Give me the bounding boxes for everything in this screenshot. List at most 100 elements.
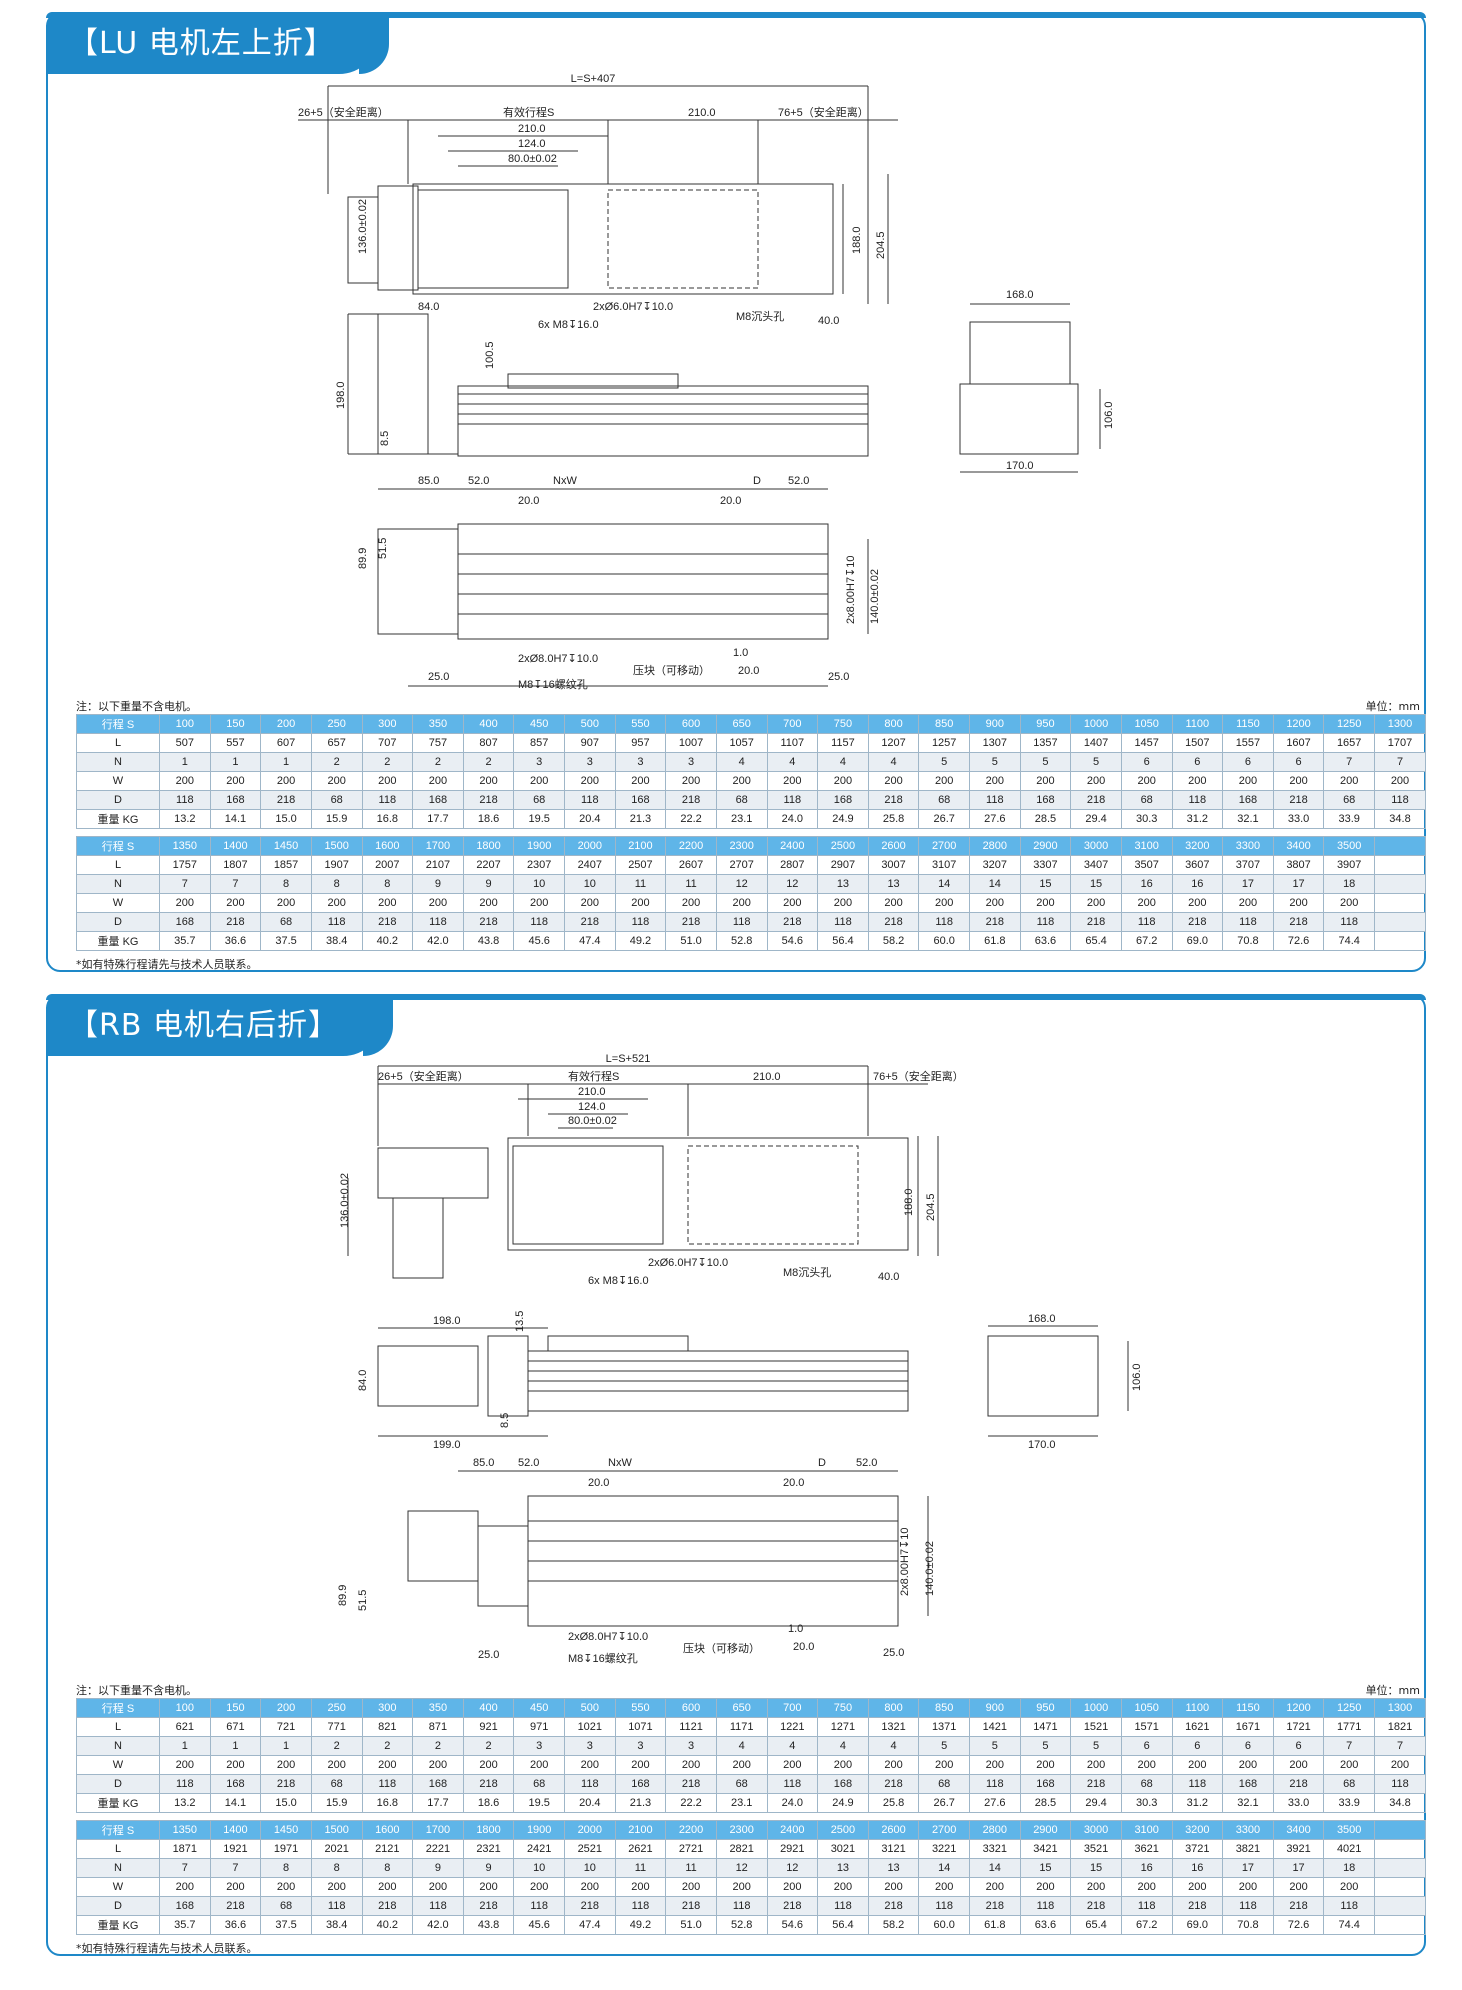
footnote: *如有特殊行程请先与技术人员联系。	[76, 1942, 258, 1955]
dim-20c: 20.0	[793, 1641, 814, 1653]
row-label: 重量 KG	[76, 1793, 160, 1813]
table-cell: 118	[1171, 1774, 1224, 1794]
dim-85: 85.0	[473, 1457, 494, 1469]
table-cell: 1471	[1019, 1717, 1072, 1737]
dim-80: 80.0±0.02	[568, 1115, 617, 1127]
table-cell: 1	[159, 752, 211, 772]
table-cell	[1374, 1839, 1426, 1859]
table-cell: 15.0	[260, 1793, 312, 1813]
table-cell: 11	[614, 1858, 667, 1878]
dim-85: 85.0	[418, 475, 439, 487]
row-label: L	[76, 733, 160, 753]
table-cell: 250	[310, 1698, 363, 1718]
weight-note: 注：以下重量不含电机。	[76, 1684, 197, 1697]
table-cell: 800	[867, 1698, 920, 1718]
table-cell: 31.2	[1171, 809, 1224, 829]
section-title: 【LU 电机左上折】	[46, 14, 389, 74]
table-cell: 42.0	[412, 1915, 464, 1935]
table-cell: 168	[159, 912, 211, 932]
table-cell: 69.0	[1171, 1915, 1224, 1935]
row-label: L	[76, 855, 160, 875]
table-cell: 250	[310, 714, 363, 734]
dim-hole-m8cb: M8沉头孔	[736, 310, 784, 323]
dim-210a: 210.0	[578, 1086, 606, 1098]
table-cell: 3407	[1070, 855, 1122, 875]
row-label: N	[76, 1736, 160, 1756]
table-cell: 5	[969, 1736, 1021, 1756]
table-cell: 33.9	[1323, 809, 1375, 829]
table-cell: 200	[1070, 893, 1122, 913]
table-cell: 19.5	[513, 1793, 565, 1813]
table-cell: 3107	[918, 855, 970, 875]
table-cell: 7	[1323, 752, 1375, 772]
table-cell: 1050	[1120, 1698, 1173, 1718]
table-cell: 37.5	[260, 931, 312, 951]
table-cell: 52.8	[715, 931, 768, 951]
row-label: W	[76, 1755, 160, 1775]
table-cell: 3400	[1272, 836, 1325, 856]
dim-136: 136.0±0.02	[339, 1173, 351, 1228]
table-cell: 200	[665, 771, 717, 791]
table-cell: 1250	[1323, 1698, 1375, 1718]
table-cell: 2607	[665, 855, 717, 875]
table-cell: 3807	[1272, 855, 1325, 875]
table-cell: 19.5	[513, 809, 565, 829]
table-cell: 2007	[361, 855, 414, 875]
table-cell: 118	[310, 912, 363, 932]
table-cell: 600	[665, 714, 717, 734]
table-cell: 68	[260, 1896, 312, 1916]
table-cell: 118	[715, 1896, 768, 1916]
table-cell: 3521	[1070, 1839, 1122, 1859]
table-cell: 7	[1374, 1736, 1426, 1756]
table-cell: 5	[1019, 1736, 1072, 1756]
table-cell: 47.4	[564, 931, 616, 951]
table-cell: 1400	[209, 836, 262, 856]
table-cell: 2900	[1019, 1820, 1072, 1840]
table-cell: 118	[1171, 790, 1224, 810]
panel-top-line	[46, 12, 1426, 18]
table-cell: 168	[1019, 1774, 1072, 1794]
table-cell: 3721	[1171, 1839, 1224, 1859]
dim-safe-right: 76+5（安全距离）	[778, 105, 869, 119]
table-cell: 200	[462, 1755, 515, 1775]
table-cell: 26.7	[918, 1793, 970, 1813]
table-cell: 24.0	[766, 809, 819, 829]
table-cell: 200	[766, 893, 819, 913]
table-cell: 200	[817, 893, 869, 913]
table-cell: 1707	[1374, 733, 1426, 753]
dim-total-length: L=S+521	[606, 1053, 651, 1065]
table-cell	[1374, 874, 1426, 894]
table-cell: 200	[614, 1755, 667, 1775]
dim-d: D	[753, 475, 761, 487]
table-cell: 118	[361, 790, 414, 810]
table-cell: 14	[969, 1858, 1021, 1878]
table-cell: 11	[665, 1858, 717, 1878]
table-cell: 16	[1120, 1858, 1173, 1878]
table-cell: 40.2	[361, 931, 414, 951]
table-cell: 17	[1222, 1858, 1274, 1878]
table-cell: 20.4	[564, 1793, 616, 1813]
table-cell: 900	[969, 1698, 1021, 1718]
table-cell: 3021	[817, 1839, 869, 1859]
table-cell: 23.1	[715, 809, 768, 829]
table-cell	[1374, 931, 1426, 951]
table-cell: 25.8	[867, 1793, 920, 1813]
dim-nxw: NxW	[553, 475, 577, 487]
table-cell: 118	[564, 790, 616, 810]
table-cell: 200	[969, 1877, 1021, 1897]
row-label: W	[76, 1877, 160, 1897]
table-cell: 900	[969, 714, 1021, 734]
table-cell: 13	[867, 874, 920, 894]
table-cell: 218	[665, 1896, 717, 1916]
table-cell: 1350	[159, 836, 211, 856]
table-cell: 5	[918, 1736, 970, 1756]
table-cell: 168	[412, 1774, 464, 1794]
row-label: D	[76, 1774, 160, 1794]
table-cell: 168	[159, 1896, 211, 1916]
table-cell: 3400	[1272, 1820, 1325, 1840]
table-cell: 3100	[1120, 836, 1173, 856]
table-cell: 200	[361, 1877, 414, 1897]
